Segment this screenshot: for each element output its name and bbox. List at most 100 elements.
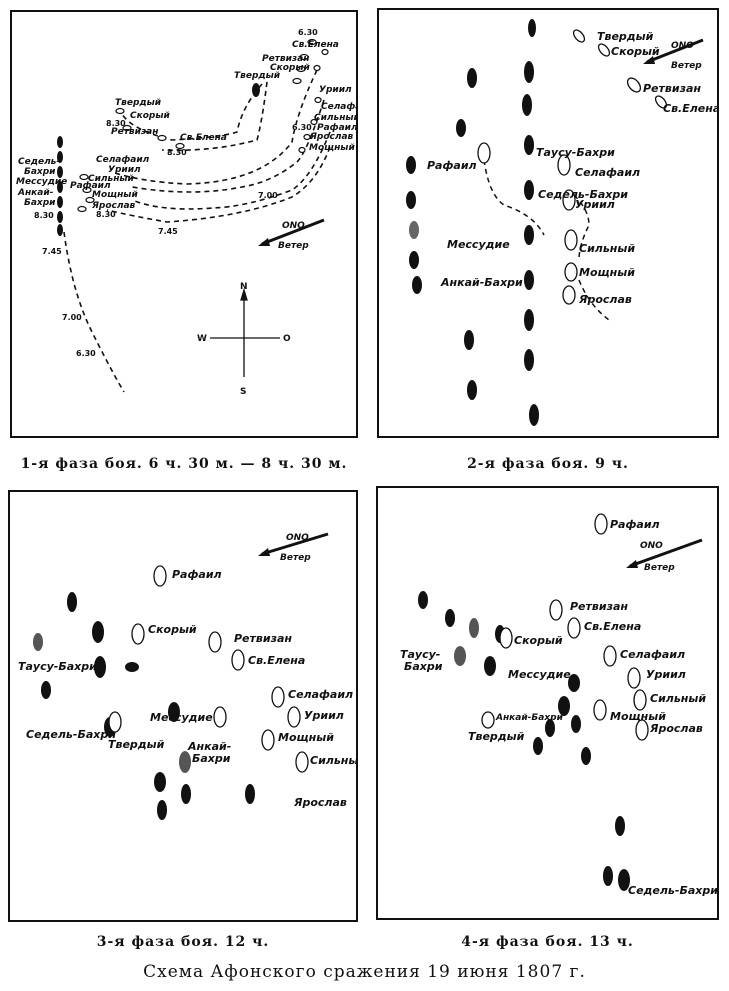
label: 7.45 [42,247,62,256]
wind-arrow: ONO Ветер [258,532,329,563]
label: Уриил [304,709,344,722]
wind-direction: ONO [286,533,309,543]
turkish-ships [418,591,630,891]
label: Мощный [610,710,666,723]
label: 8.30 [106,119,126,128]
wind-direction: ONO [640,541,663,551]
russian-ships [477,29,668,305]
label: Мощный [579,266,635,279]
label: 7.00 [258,191,278,200]
phase-4-map: Рафаил Ретвизан Св.Елена Скорый Таусу- Б… [376,486,719,920]
label: 6.30 [292,123,312,132]
label: 7.45 [158,227,178,236]
label: Сильный [650,692,706,705]
label: Селафаил [575,166,640,179]
label: 8.30 [96,210,116,219]
label: Рафаил [70,181,111,191]
label: Скорый [148,623,197,636]
label: Мощный [278,731,334,744]
label: Скорый [130,111,170,121]
compass-w: W [197,334,207,344]
label: Уриил [575,198,615,211]
label: Ярослав [91,201,136,211]
compass-n: N [240,282,248,292]
label: Мессудие [16,177,67,187]
label: Анкай- [187,740,231,753]
label: Седель-Бахри [538,188,628,201]
wind-label: Ветер [644,563,675,573]
course-tracks [63,69,331,393]
wind-label: Ветер [280,553,311,563]
label: Седель-Бахри [628,884,718,897]
label: Сильный [314,113,358,123]
label: Твердый [115,98,162,108]
turkish-ships [33,592,255,820]
phase-2-labels: Твердый Скорый Ретвизан Св.Елена Таусу-Б… [427,30,719,306]
label: Скорый [514,634,563,647]
label: Анкай-Бахри [495,713,564,723]
label: Ретвизан [111,127,158,137]
label: Анкай- [17,188,54,198]
phase-4-svg: Рафаил Ретвизан Св.Елена Скорый Таусу- Б… [400,513,718,897]
label: Селафаил [321,102,358,112]
russian-ships [108,565,309,773]
label: Твердый [108,738,165,751]
label: Св.Елена [248,654,305,667]
phase-4-labels: Рафаил Ретвизан Св.Елена Скорый Таусу- Б… [400,518,718,897]
label: Рафаил [610,518,660,531]
phase-3-svg: Рафаил Скорый Ретвизан Св.Елена Таусу-Ба… [18,532,358,820]
label: Рафаил [172,568,222,581]
label: 7.00 [62,313,82,322]
label: Мощный [309,143,355,153]
label: Ретвизан [643,82,701,95]
label: 8.30 [167,148,187,157]
caption-phase-3: 3-я фаза боя. 12 ч. [96,934,270,950]
label: Уриил [646,668,686,681]
label: Твердый [468,730,525,743]
label: Селафаил [96,155,150,165]
compass-e: O [283,334,291,344]
label: Ретвизан [570,600,628,613]
label: Твердый [597,30,654,43]
phase-2-svg: Твердый Скорый Ретвизан Св.Елена Таусу-Б… [406,19,719,426]
label: 6.30 [76,349,96,358]
caption-phase-2: 2-я фаза боя. 9 ч. [467,456,629,472]
phase-1-svg: Св.Елена Ретвизан Скорый Твердый 6.30 Ур… [16,28,358,397]
wind-label: Ветер [671,61,702,71]
label: Рафаил [317,123,358,133]
label: Селафаил [288,688,353,701]
label: Скорый [611,45,660,58]
label: Седель-Бахри [26,728,116,741]
label: Св.Елена [292,40,339,50]
label: Мессудие [150,711,213,724]
label: Уриил [319,85,352,95]
figure-title: Схема Афонского сражения 19 июня 1807 г. [143,962,586,982]
caption-phase-4: 4-я фаза боя. 13 ч. [461,934,634,950]
compass-rose: N S W O [197,282,291,397]
label: Сильный [579,242,635,255]
label: Уриил [108,165,141,175]
label: Твердый [234,71,281,81]
label: Ярослав [578,293,632,306]
label: Мессудие [508,668,571,681]
wind-arrow: ONO Ветер [626,538,703,573]
phase-1-map: Св.Елена Ретвизан Скорый Твердый 6.30 Ур… [10,10,358,438]
label: Бахри [404,660,443,673]
label: Скорый [270,63,310,73]
label: Селафаил [620,648,685,661]
wind-label: Ветер [278,241,309,251]
wind-arrow: ONO Ветер [258,218,325,251]
label: Анкай-Бахри [440,276,523,289]
label: Бахри [24,167,56,177]
phase-3-labels: Рафаил Скорый Ретвизан Св.Елена Таусу-Ба… [18,568,358,809]
wind-direction: ONO [671,41,694,51]
label: Сильный [310,754,358,767]
label: Ярослав [649,722,703,735]
phase-1-labels: Св.Елена Ретвизан Скорый Твердый 6.30 Ур… [16,28,358,358]
label: Сильный [88,174,135,184]
label: 8.30 [34,211,54,220]
label: Бахри [192,752,231,765]
wind-arrow: ONO Ветер [643,38,704,71]
label: Мощный [92,190,138,200]
label: Ярослав [309,132,354,142]
